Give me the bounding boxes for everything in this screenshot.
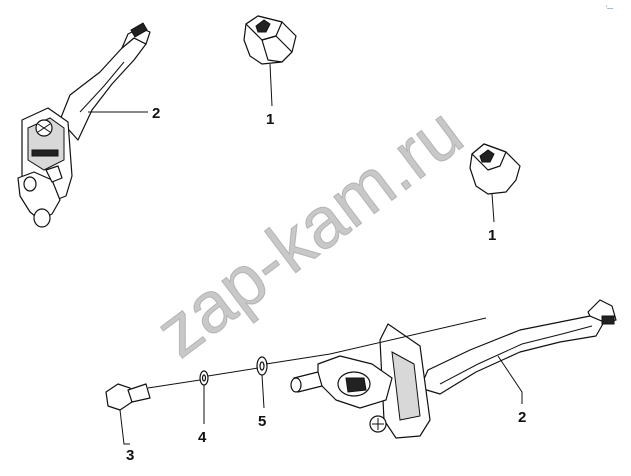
callout-part-2-lower: 2 — [518, 409, 526, 426]
leader-part-3 — [119, 409, 130, 445]
rubber-bumper-right — [469, 143, 521, 195]
washer-small-hole — [201, 374, 207, 382]
watermark-text: zap-kam.ru — [141, 92, 477, 373]
leader-part-1-top — [269, 63, 273, 107]
callout-part-4: 4 — [198, 429, 207, 446]
rubber-bumper-top — [243, 15, 297, 65]
check-strap-lower-drawing — [290, 299, 617, 439]
leader-part-1-right — [491, 193, 495, 223]
corner-mark: ′— — [606, 6, 613, 12]
callout-part-3: 3 — [126, 447, 134, 464]
callout-part-2-upper: 2 — [152, 105, 160, 122]
assembly-axis-line — [147, 317, 487, 389]
callout-part-1-top: 1 — [266, 111, 274, 128]
leader-part-2-lower — [497, 355, 523, 404]
callout-part-1-right: 1 — [488, 227, 496, 244]
callout-part-5: 5 — [258, 413, 266, 430]
check-strap-upper-drawing — [17, 22, 151, 228]
washer-large-hole — [259, 361, 265, 371]
bolt-drawing — [105, 383, 151, 411]
leader-part-5 — [261, 374, 265, 409]
